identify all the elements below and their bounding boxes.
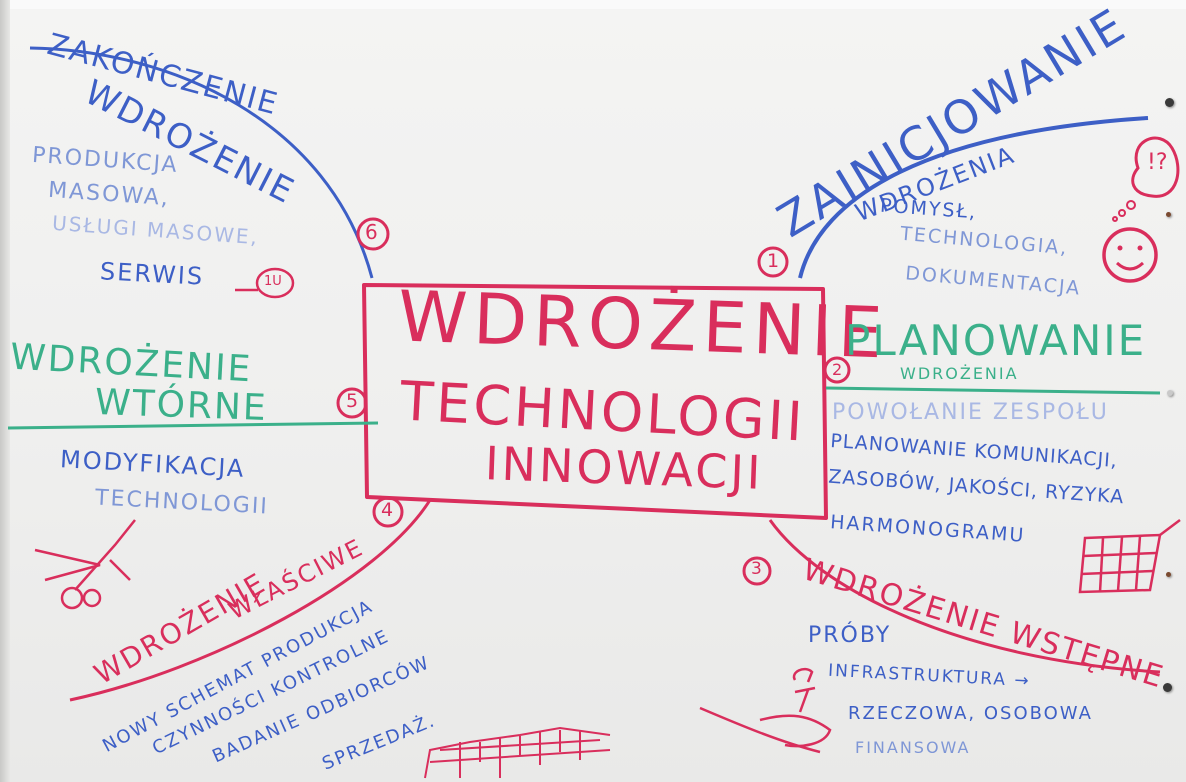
branch5-number: 5 [346, 390, 359, 412]
binder-hole [1163, 683, 1172, 692]
brick-wall-icon [424, 726, 611, 779]
branch4-number: 4 [381, 499, 394, 521]
branch3-connector [768, 519, 1161, 674]
badge-oval [255, 267, 295, 299]
scissors-icon [34, 519, 136, 610]
branch5-title2: WTÓRNE [94, 382, 269, 430]
branch3-number: 3 [751, 559, 762, 579]
number-circle-3 [742, 556, 772, 586]
center-title-line3: INNOWACJI [484, 436, 765, 500]
branch6-item: SERWIS [99, 257, 205, 291]
board-left-edge [0, 0, 10, 782]
branch2-connector [825, 386, 1161, 395]
center-title-line1: WDROŻENIE [396, 275, 890, 375]
branch3-item: PRÓBY [808, 623, 892, 648]
branch4-connector [69, 499, 432, 702]
smiley-icon [1102, 227, 1158, 283]
number-circle-2 [823, 356, 851, 384]
number-circle-6 [356, 217, 390, 251]
branch2-item: POWOŁANIE ZESPOŁU [832, 400, 1109, 425]
branch3-item: RZECZOWA, OSOBOWA [848, 703, 1093, 724]
branch6-number: 6 [365, 220, 378, 244]
branch1-bubble-text: !? [1147, 150, 1168, 175]
wrench-hand-icon [699, 667, 832, 754]
number-circle-5 [336, 387, 368, 419]
branch1-connector [798, 116, 1149, 279]
number-circle-1 [757, 246, 789, 278]
number-circle-4 [372, 496, 404, 528]
branch2-title: PLANOWANIE [845, 316, 1147, 365]
board-top-edge [0, 0, 1186, 9]
center-box [362, 283, 828, 520]
branch6-connector [29, 46, 374, 279]
branch3-item: FINANSOWA [855, 738, 971, 757]
binder-hole [1165, 98, 1174, 107]
branch6-badge: 1U [264, 274, 282, 289]
branch5-connector [7, 421, 379, 430]
thought-bubble-icon [1112, 136, 1180, 222]
branch2-subtitle: WDROŻENIA [900, 364, 1019, 383]
binder-hole [1167, 390, 1173, 396]
binder-hole [1166, 212, 1171, 217]
binder-hole [1166, 572, 1171, 577]
branch2-number: 2 [832, 360, 843, 379]
branch1-number: 1 [767, 250, 780, 272]
calendar-grid-icon [1078, 519, 1181, 594]
